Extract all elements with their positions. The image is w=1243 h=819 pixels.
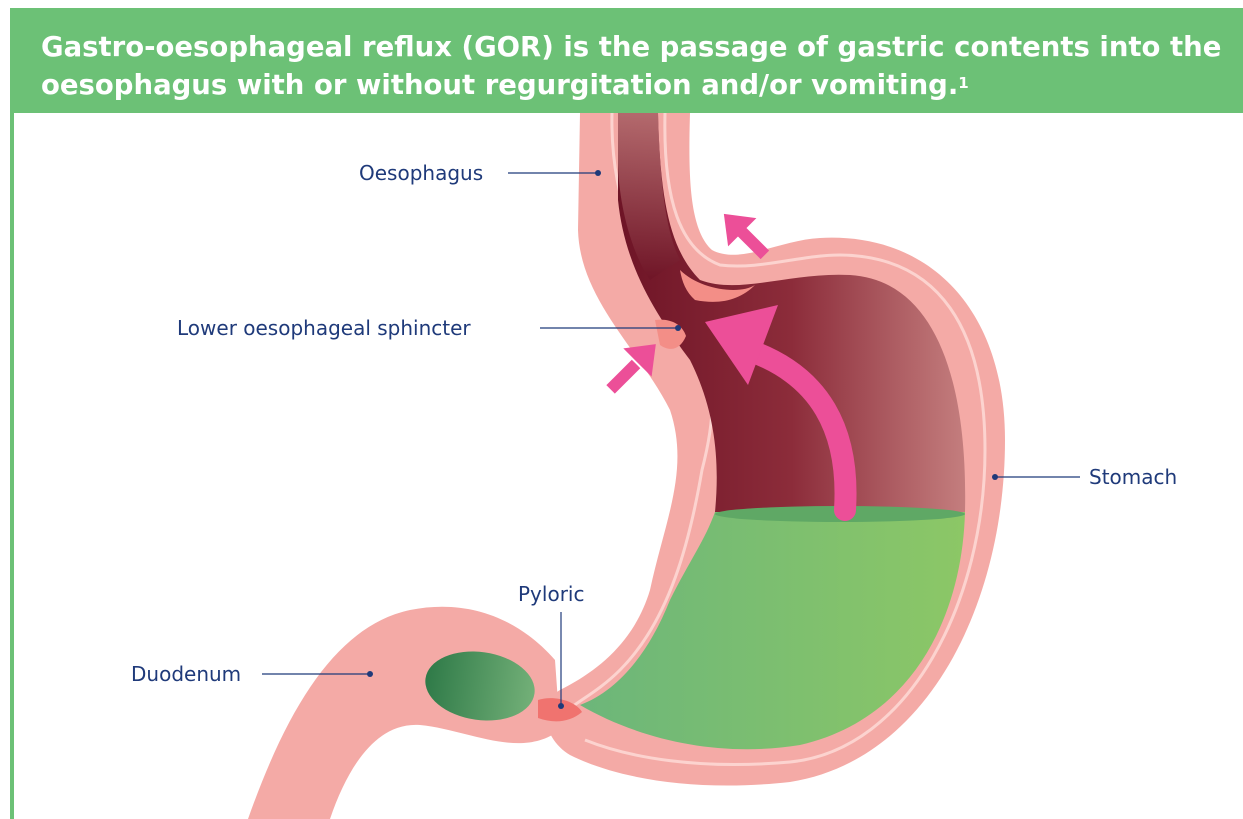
oesophagus-dot [595,170,601,176]
stomach-dot [992,474,998,480]
label-stomach: Stomach [1089,465,1177,489]
label-pyloric: Pyloric [518,582,584,606]
pyloric-dot [558,703,564,709]
sphincter-dot [675,325,681,331]
label-duodenum: Duodenum [131,662,241,686]
duodenum-dot [367,671,373,677]
label-oesophagus: Oesophagus [359,161,483,185]
label-lower-oesophageal-sphincter: Lower oesophageal sphincter [177,316,471,340]
